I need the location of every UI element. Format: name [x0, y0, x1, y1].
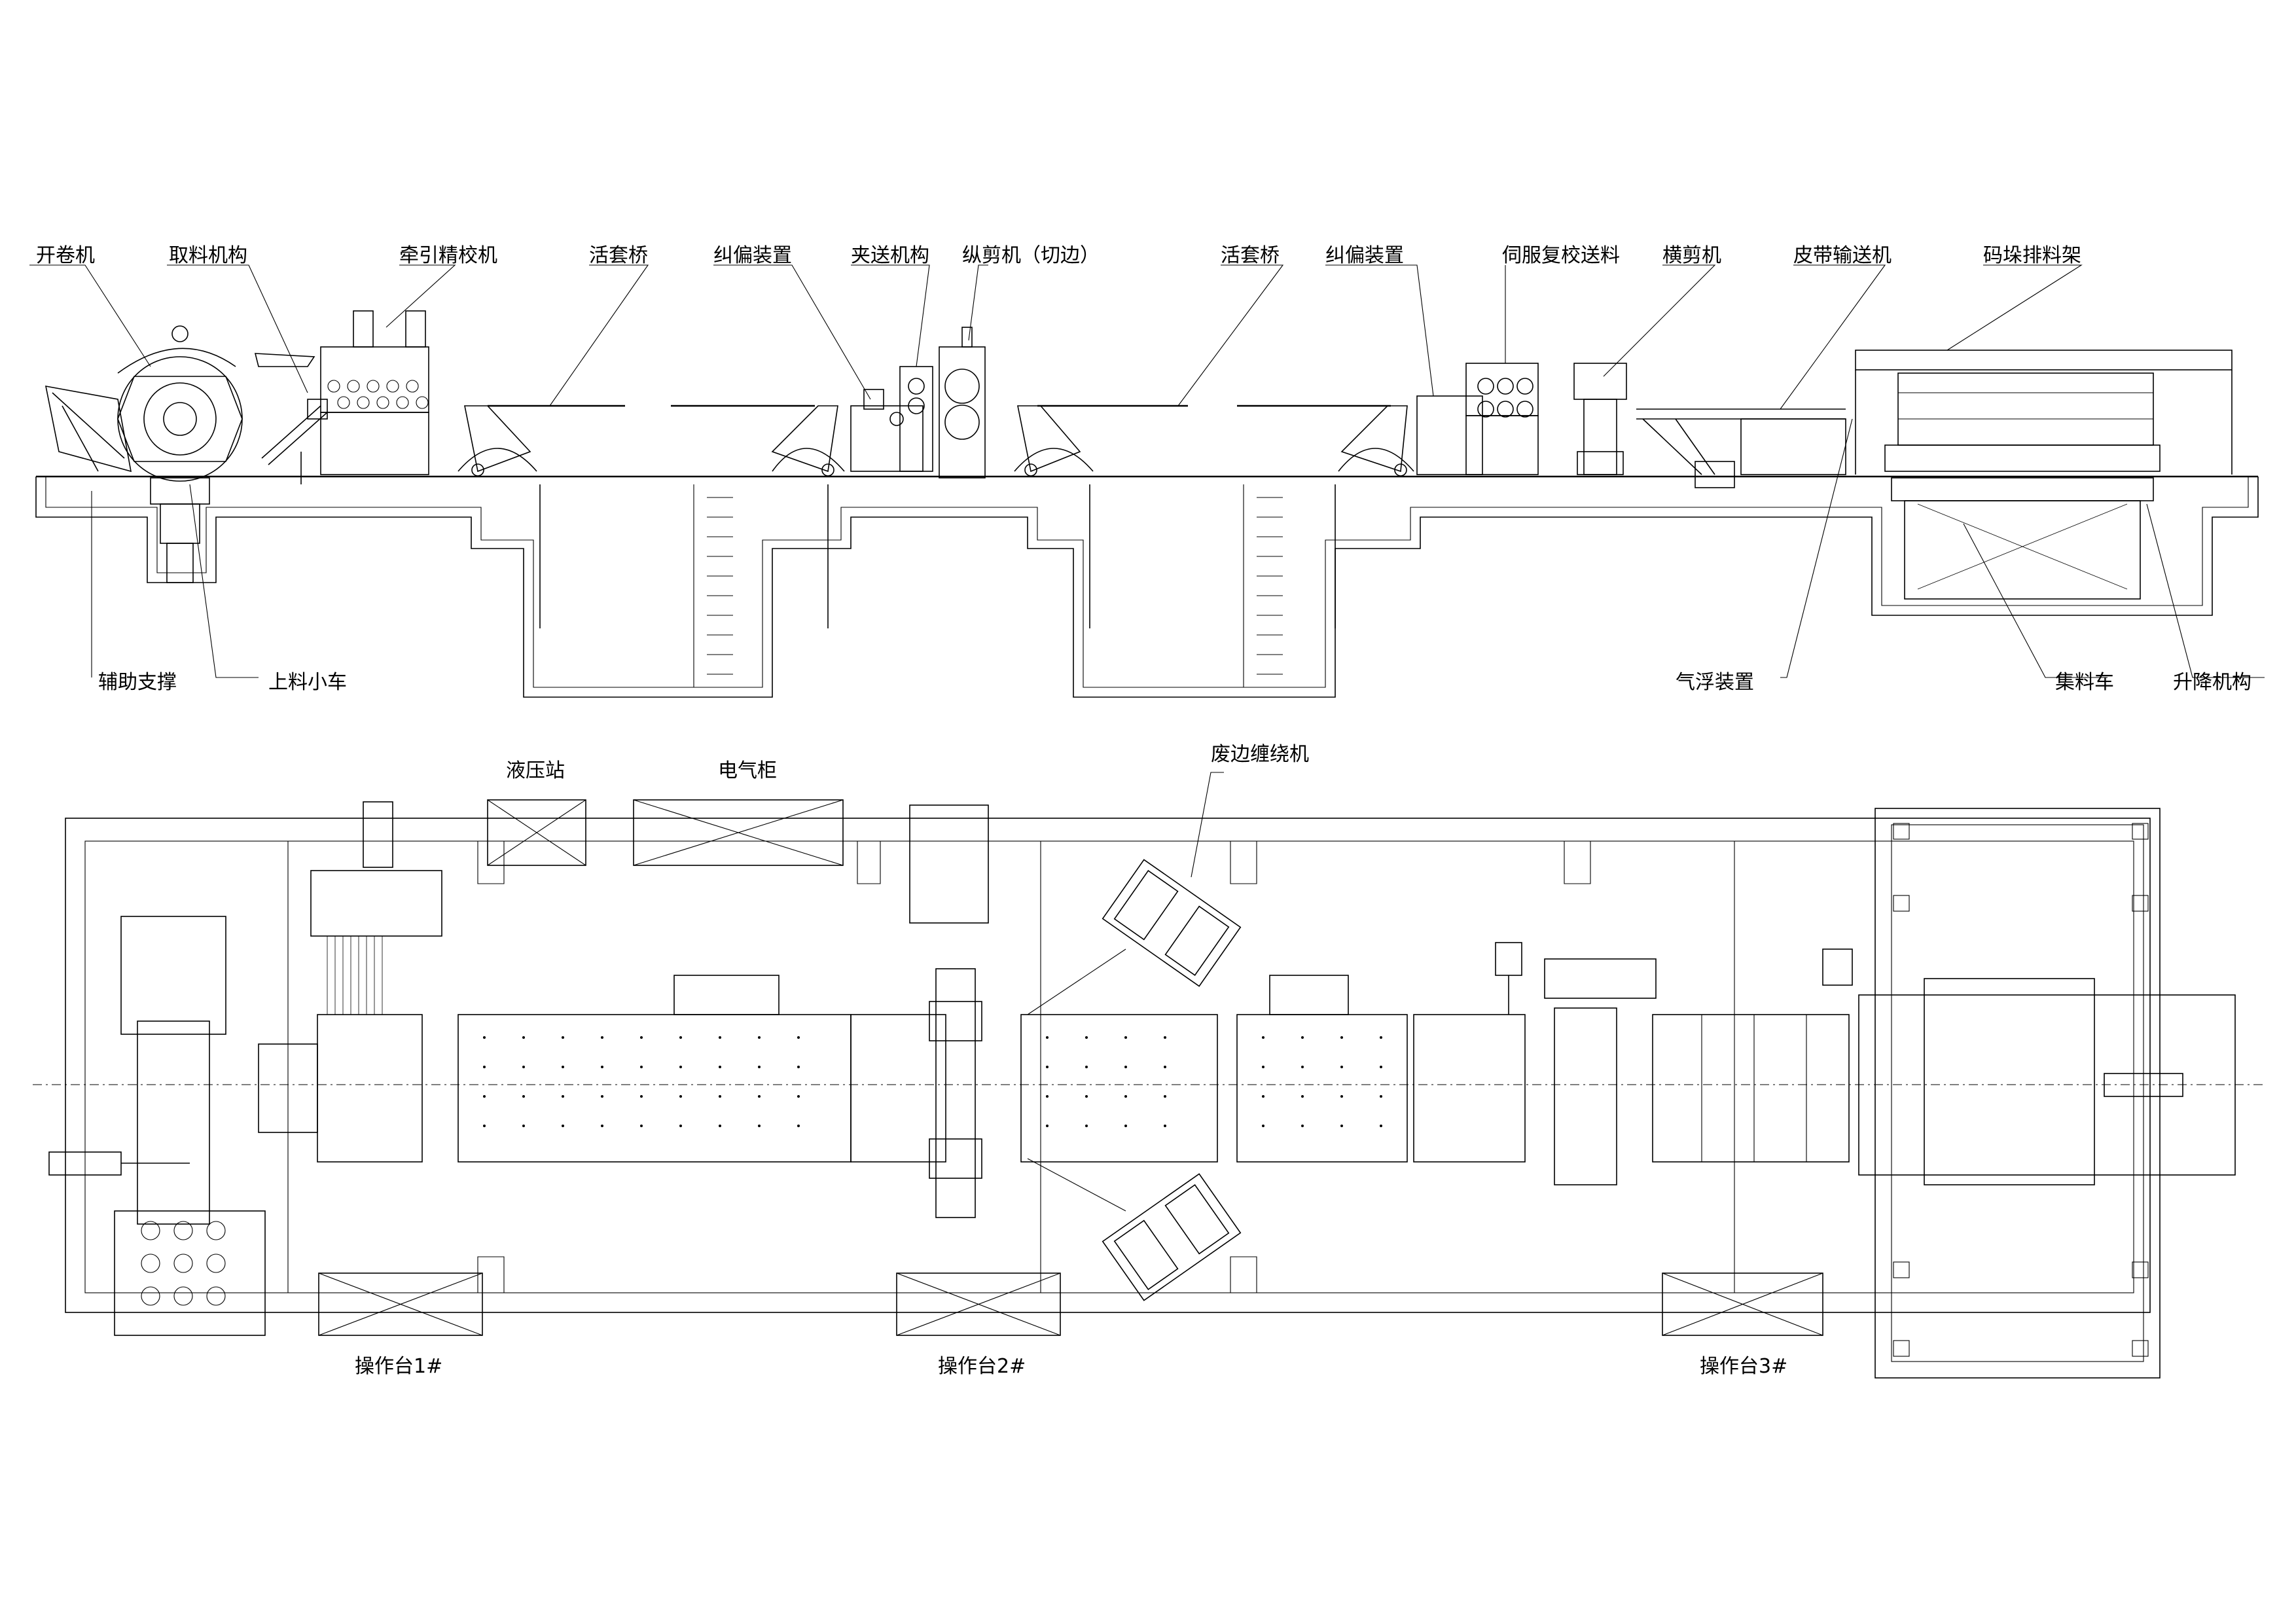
plan-strip-tables: [457, 975, 1526, 1163]
label-cross-shear: 横剪机: [1662, 244, 1721, 267]
coil-pickup-machine: [254, 353, 328, 484]
label-slitter: 纵剪机（切边）: [962, 244, 1100, 267]
electric-cabinet-box: [633, 799, 844, 866]
plan-scrap-winder-bottom: [1102, 1173, 1242, 1301]
loop-bridge-1-machine: [457, 405, 845, 477]
plan-view: 液压站 电气柜 废边缠绕机 操作台1# 操作台2# 操作台3#: [33, 743, 2265, 1379]
belt-conveyor-machine: [1636, 408, 1846, 488]
label-lift-mechanism: 升降机构: [2173, 671, 2251, 694]
hydraulic-station-box: [487, 799, 586, 866]
plan-scrap-winder-top: [1102, 859, 1242, 987]
elevation-label-group: 开卷机 取料机构 牵引精校机 活套桥 纠偏装置 夹送机构 纵剪机（切边） 活套桥…: [36, 244, 2251, 694]
label-uncoiler: 开卷机: [36, 244, 95, 267]
label-loop-bridge-2: 活套桥: [1221, 244, 1280, 267]
label-console-1: 操作台1#: [355, 1355, 442, 1378]
label-loop-bridge-1: 活套桥: [589, 244, 648, 267]
loop-bridge-2-machine: [1014, 405, 1414, 477]
console-1-box: [318, 1272, 483, 1336]
slitter-machine: [939, 327, 986, 478]
servo-feeder-machine: [1465, 363, 1539, 475]
label-aux-support: 辅助支撑: [98, 671, 177, 694]
plan-leveler: [258, 801, 442, 1163]
elevation-view: 开卷机 取料机构 牵引精校机 活套桥 纠偏装置 夹送机构 纵剪机（切边） 活套桥…: [29, 244, 2265, 698]
label-coil-pickup: 取料机构: [169, 244, 247, 267]
uncoiler-machine: [45, 325, 243, 583]
leveler-rolls: [327, 380, 429, 409]
leveler-strips: [327, 936, 383, 1015]
pinch-feed-machine: [899, 366, 933, 472]
loop-pit-ticks: [707, 497, 1283, 675]
plan-belt-conveyor: [1652, 1014, 1850, 1163]
plan-servo-feeder: [1495, 942, 1522, 1015]
label-pinch-leveler: 牵引精校机: [399, 244, 497, 267]
plan-uncoiler: [48, 916, 266, 1336]
cross-shear-machine: [1573, 363, 1627, 475]
pinch-leveler-machine: [320, 310, 429, 475]
label-electric-cabinet: 电气柜: [718, 759, 777, 782]
uncoiler-roll-grid: [141, 1221, 226, 1306]
console-2-box: [896, 1272, 1061, 1336]
label-belt-conveyor: 皮带输送机: [1793, 244, 1892, 267]
label-hydraulic-station: 液压站: [506, 759, 565, 782]
plan-cross-shear: [1544, 958, 1657, 1185]
stacker-machine: [1855, 350, 2233, 600]
table-dots: [483, 1036, 1382, 1127]
scrap-winder-leader: [1191, 772, 1224, 878]
console-3-box: [1662, 1272, 1823, 1336]
label-console-2: 操作台2#: [938, 1355, 1026, 1378]
label-servo-feeder: 伺服复校送料: [1502, 244, 1620, 267]
label-console-3: 操作台3#: [1700, 1355, 1787, 1378]
elevation-foundation: [35, 475, 2259, 698]
elevation-leaders: [29, 264, 2265, 678]
label-air-float: 气浮装置: [1676, 671, 1754, 694]
plan-label-group: 液压站 电气柜 废边缠绕机 操作台1# 操作台2# 操作台3#: [355, 743, 1787, 1378]
label-guide-1: 纠偏装置: [713, 244, 792, 267]
guide-1-machine: [850, 389, 924, 472]
plan-stacker: [1822, 808, 2236, 1379]
label-collect-car: 集料车: [2055, 671, 2114, 694]
label-coil-car: 上料小车: [268, 671, 347, 694]
label-scrap-winder: 废边缠绕机: [1211, 743, 1309, 766]
label-guide-2: 纠偏装置: [1325, 244, 1404, 267]
guide-2-machine: [1416, 395, 1483, 475]
label-stacker: 码垛排料架: [1983, 244, 2081, 267]
stacker-bolts: [1893, 823, 2149, 1357]
plan-slitter: [909, 804, 989, 1218]
label-pinch-feed: 夹送机构: [851, 244, 929, 267]
